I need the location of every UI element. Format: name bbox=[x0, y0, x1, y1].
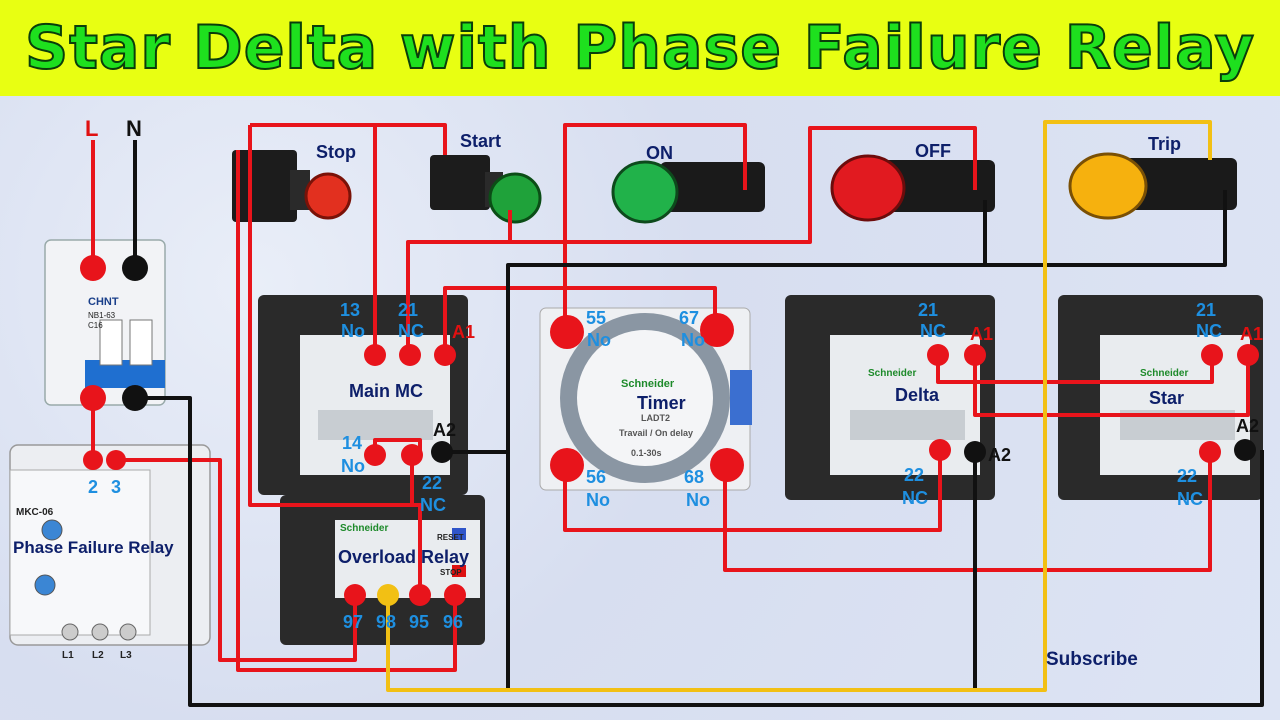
supply-n-label: N bbox=[126, 116, 142, 141]
main-14-label: 14 bbox=[342, 433, 363, 453]
delta-label: Delta bbox=[895, 385, 940, 405]
timer-model: LADT2 bbox=[641, 413, 670, 423]
trip-lamp bbox=[1068, 152, 1237, 220]
overload-relay-label: Overload Relay bbox=[338, 547, 470, 567]
timer-68-label: 68 bbox=[684, 467, 705, 487]
ol-96-label: 96 bbox=[443, 612, 464, 632]
star-21-label: 21 bbox=[1196, 300, 1217, 320]
main-21-label: 21 bbox=[398, 300, 419, 320]
main-a1-label: A1 bbox=[452, 322, 476, 342]
main-a2-label: A2 bbox=[433, 420, 457, 440]
ol-brand: Schneider bbox=[340, 523, 389, 534]
timer-brand: Schneider bbox=[621, 378, 675, 390]
delta-a1-label: A1 bbox=[970, 324, 994, 344]
star-22-label: 22 bbox=[1177, 466, 1198, 486]
phase-failure-relay-label: Phase Failure Relay bbox=[13, 538, 174, 557]
stop-label: Stop bbox=[316, 142, 356, 162]
star-nc2-label: NC bbox=[1177, 489, 1203, 509]
star-label: Star bbox=[1149, 388, 1185, 408]
trip-lamp-label: Trip bbox=[1148, 134, 1182, 154]
main-no2-label: No bbox=[341, 456, 365, 476]
ol-95-label: 95 bbox=[409, 612, 430, 632]
main-no1-label: No bbox=[341, 321, 365, 341]
start-label: Start bbox=[460, 131, 502, 151]
yellow-wire bbox=[386, 120, 1212, 692]
delta-21-label: 21 bbox=[918, 300, 939, 320]
pfr-3-label: 3 bbox=[111, 477, 122, 497]
timer-67-label: 67 bbox=[679, 308, 700, 328]
off-lamp-label: OFF bbox=[915, 141, 951, 161]
timer-no68-label: No bbox=[686, 490, 710, 510]
delta-nc-label: NC bbox=[920, 321, 946, 341]
ol-98-label: 98 bbox=[376, 612, 397, 632]
main-13-label: 13 bbox=[340, 300, 361, 320]
phase-failure-relay-device: MKC-06 bbox=[9, 444, 211, 646]
red-wires bbox=[91, 123, 1250, 672]
timer-56-label: 56 bbox=[586, 467, 607, 487]
black-wires bbox=[133, 140, 1264, 707]
ol-nc-label: NC bbox=[420, 495, 446, 515]
pfr-l2-label: L2 bbox=[92, 650, 104, 661]
star-nc-label: NC bbox=[1196, 321, 1222, 341]
supply-l-label: L bbox=[85, 116, 99, 141]
timer-no56-label: No bbox=[586, 490, 610, 510]
mcb-brand: CHNT bbox=[88, 296, 119, 308]
pfr-2-label: 2 bbox=[88, 477, 99, 497]
timer-mode: Travail / On delay bbox=[619, 428, 694, 438]
off-lamp bbox=[830, 154, 995, 222]
delta-brand: Schneider bbox=[868, 368, 917, 379]
pfr-model: MKC-06 bbox=[16, 507, 54, 518]
title-banner: Star Delta with Phase Failure Relay bbox=[0, 0, 1280, 96]
subscribe-link[interactable]: Subscribe bbox=[1046, 649, 1138, 670]
timer-55-label: 55 bbox=[586, 308, 607, 328]
ol-stop-label: STOP bbox=[440, 568, 462, 577]
delta-22-label: 22 bbox=[904, 465, 925, 485]
star-brand: Schneider bbox=[1140, 368, 1189, 379]
star-a2-label: A2 bbox=[1236, 416, 1260, 436]
star-a1-label: A1 bbox=[1240, 324, 1264, 344]
timer-range: 0.1-30s bbox=[631, 448, 662, 458]
delta-contactor bbox=[785, 295, 995, 500]
main-mc-label: Main MC bbox=[349, 381, 423, 401]
delta-a2-label: A2 bbox=[988, 445, 1012, 465]
ol-reset-label: RESET bbox=[437, 533, 464, 542]
ol-22-label: 22 bbox=[422, 473, 443, 493]
main-nc1-label: NC bbox=[398, 321, 424, 341]
timer-no55-label: No bbox=[587, 330, 611, 350]
start-pushbutton bbox=[430, 155, 542, 224]
timer-device bbox=[539, 307, 752, 491]
timer-no67-label: No bbox=[681, 330, 705, 350]
mcb-breaker: CHNT NB1-63 C16 bbox=[44, 239, 166, 406]
mcb-model: NB1-63 bbox=[88, 311, 116, 320]
on-lamp bbox=[611, 160, 765, 224]
terminal-dots bbox=[80, 255, 1259, 606]
delta-nc2-label: NC bbox=[902, 488, 928, 508]
ol-97-label: 97 bbox=[343, 612, 364, 632]
pfr-l3-label: L3 bbox=[120, 650, 132, 661]
pfr-l1-label: L1 bbox=[62, 650, 74, 661]
page-title: Star Delta with Phase Failure Relay bbox=[24, 12, 1255, 84]
mcb-rating: C16 bbox=[88, 321, 103, 330]
timer-label: Timer bbox=[637, 393, 686, 413]
on-lamp-label: ON bbox=[646, 143, 673, 163]
